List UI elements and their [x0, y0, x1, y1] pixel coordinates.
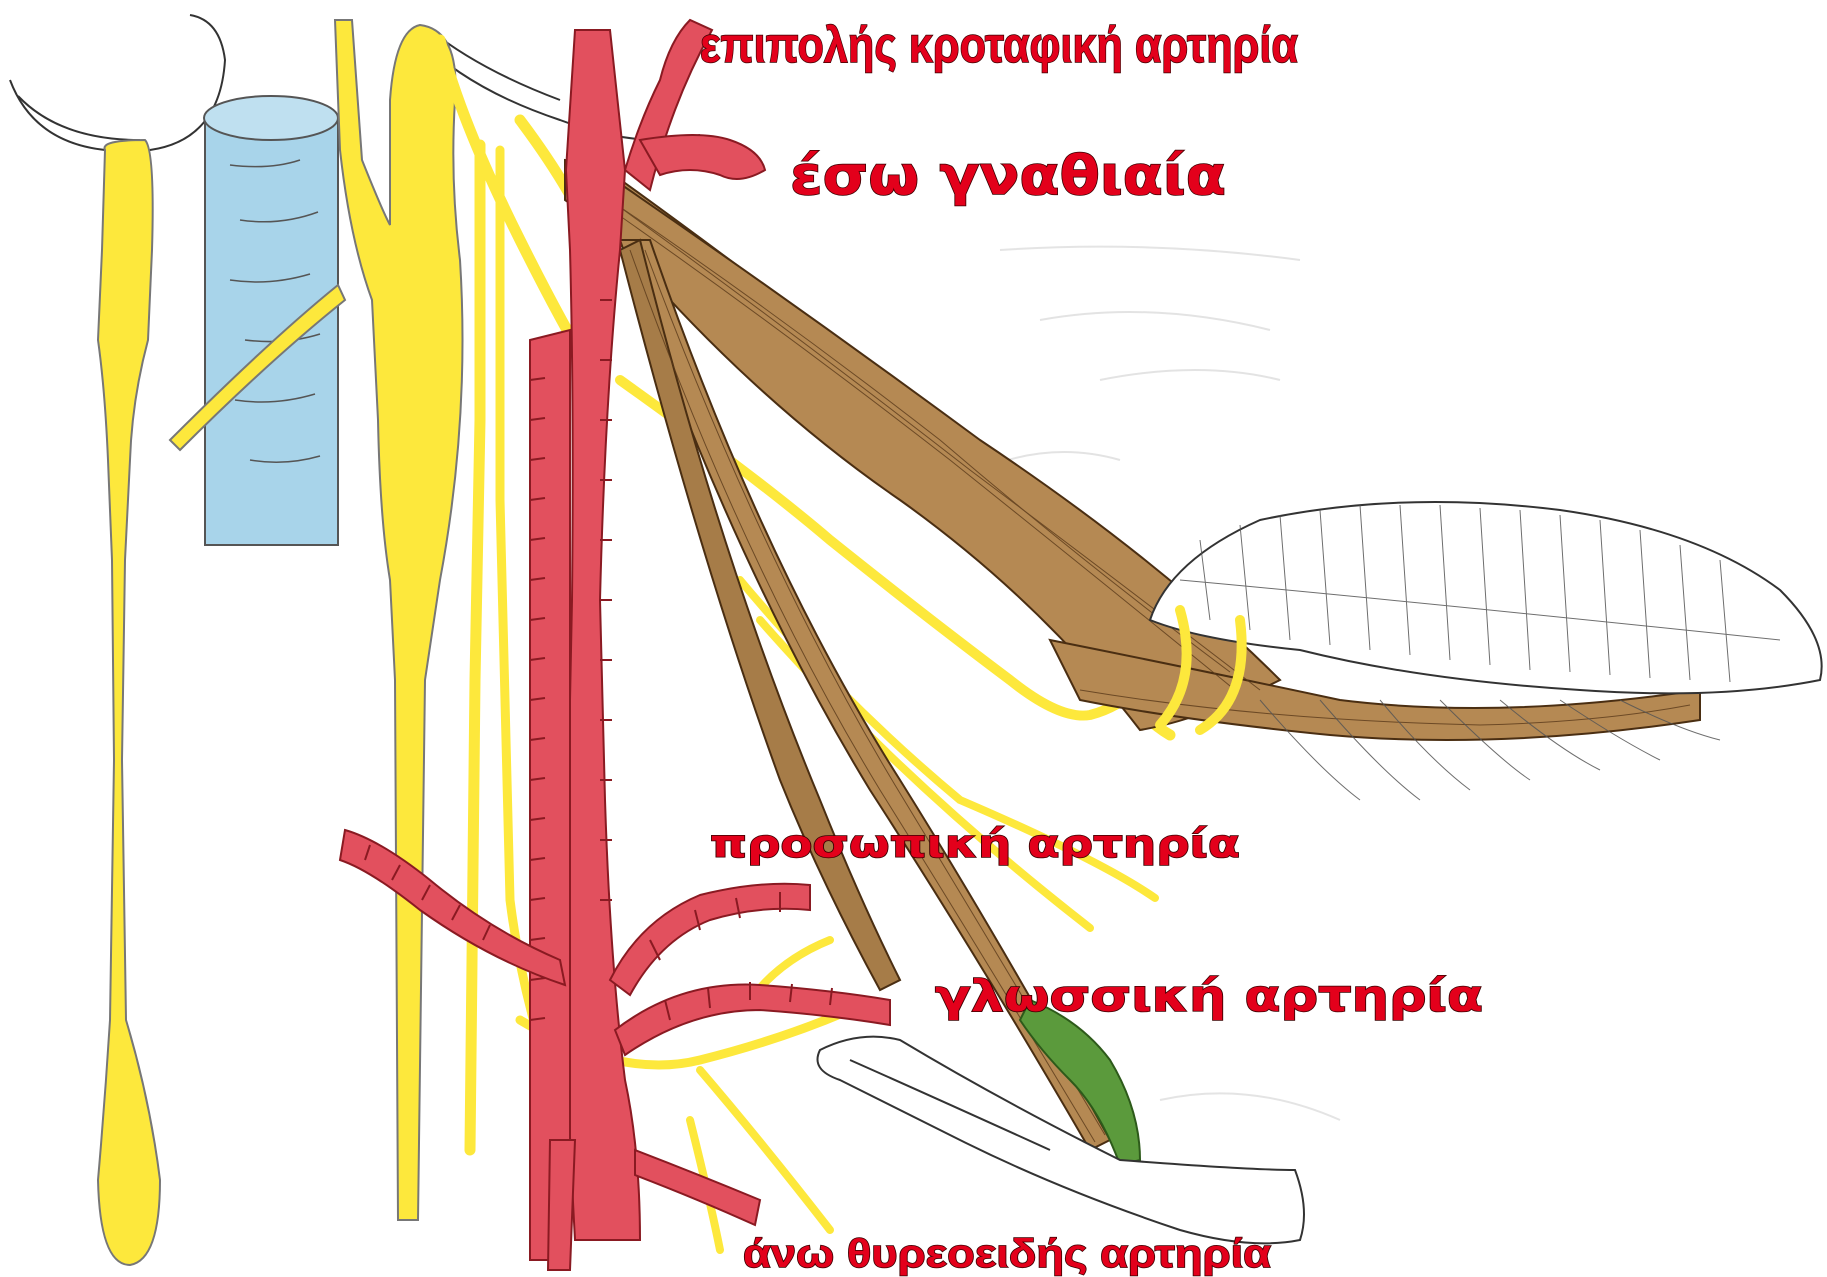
vagus-nerve	[98, 140, 160, 1265]
label-superior-thyroid-artery: άνω θυρεοειδής αρτηρία	[743, 1232, 1271, 1276]
label-superficial-temporal-artery: επιπολής κροταφική αρτηρία	[700, 17, 1298, 73]
label-internal-maxillary-artery: έσω γναθιαία	[790, 144, 1226, 207]
label-lingual-artery: γλωσσική αρτηρία	[935, 971, 1483, 1022]
label-facial-artery: προσωπική αρτηρία	[710, 822, 1240, 866]
